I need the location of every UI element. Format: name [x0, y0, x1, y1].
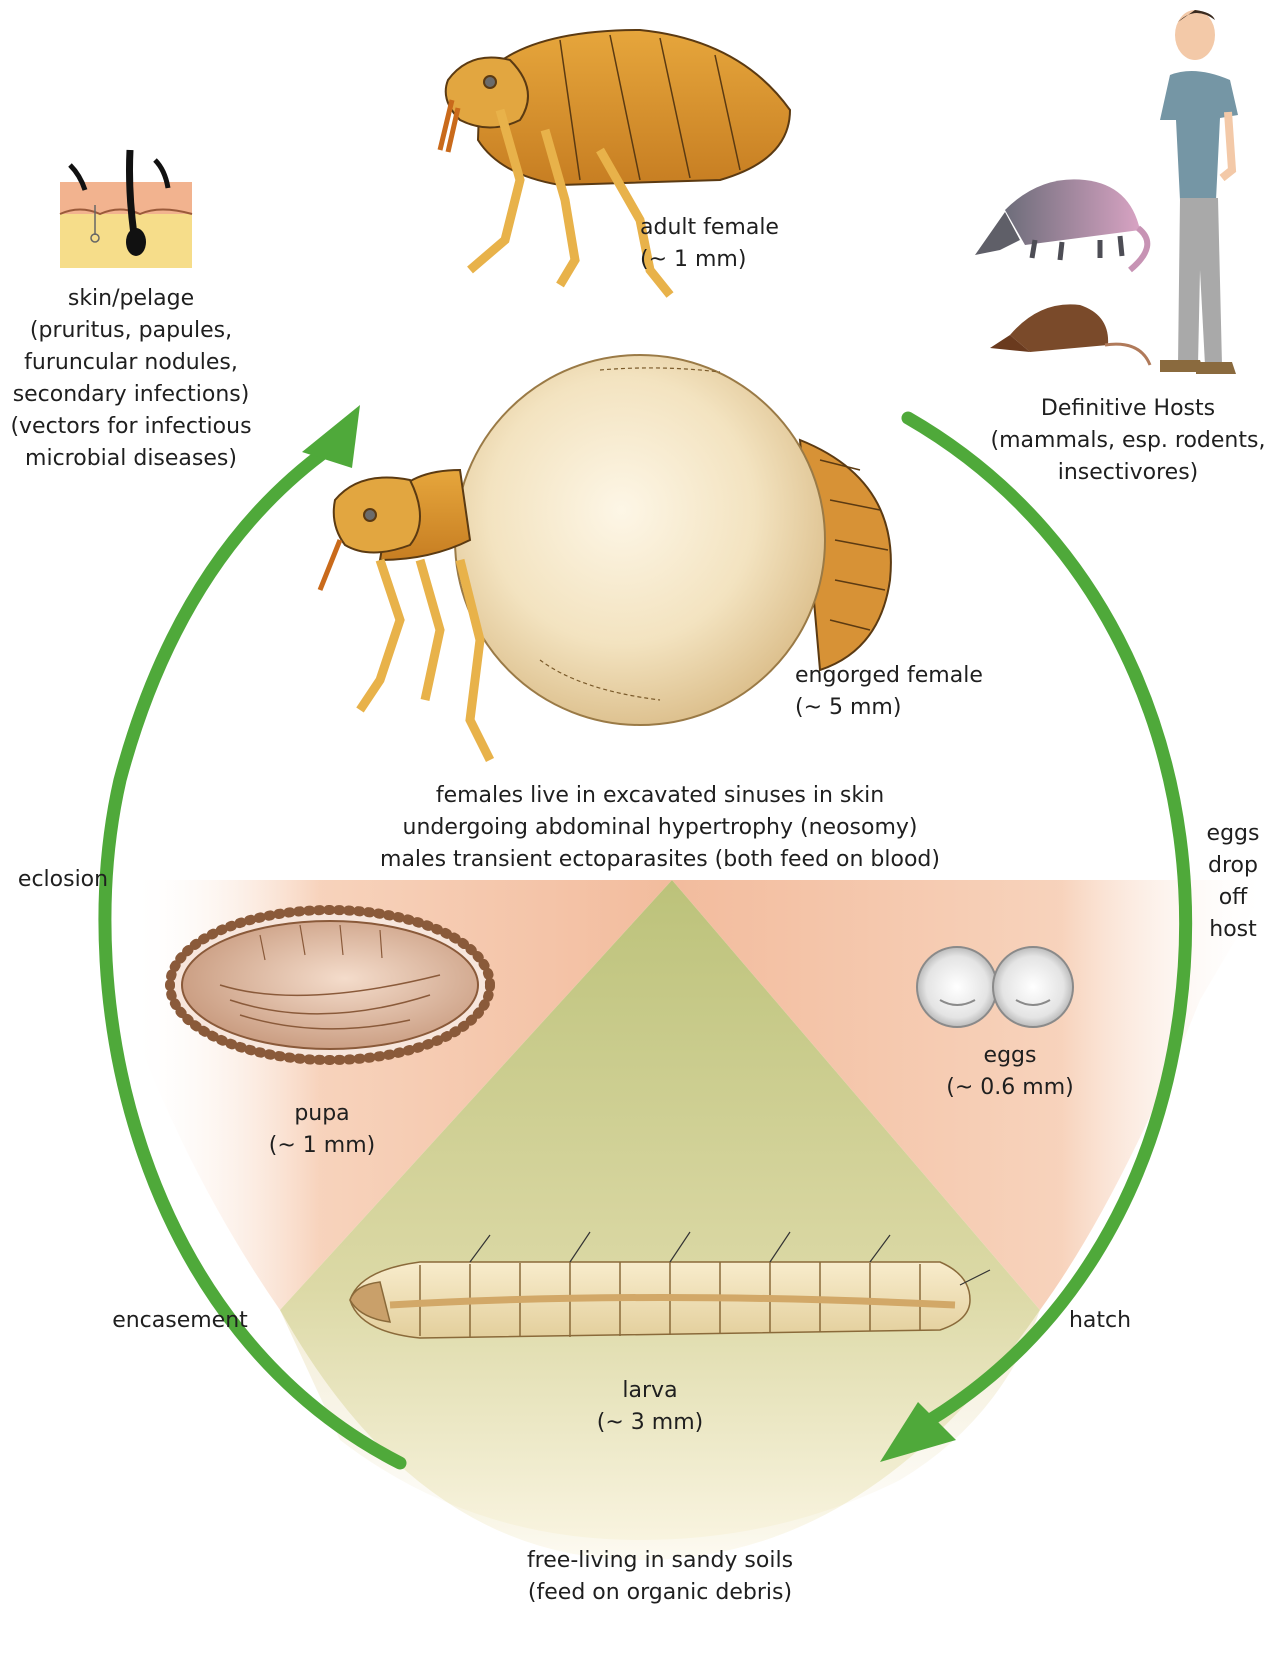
soil-note: free-living in sandy soils (feed on orga…	[470, 1545, 850, 1609]
definitive-hosts-note: Definitive Hosts (mammals, esp. rodents,…	[985, 393, 1271, 489]
females-note: females live in excavated sinuses in ski…	[335, 780, 985, 876]
eclosion-label: eclosion	[8, 864, 118, 896]
adult-female-label: adult female (~ 1 mm)	[640, 212, 850, 276]
skin-pelage-note: skin/pelage (pruritus, papules, furuncul…	[0, 283, 262, 475]
eggs-drop-off-host-label: eggs drop off host	[1188, 818, 1271, 946]
hosts-icon	[975, 10, 1238, 374]
larva-label: larva (~ 3 mm)	[550, 1375, 750, 1439]
human-icon	[1160, 10, 1238, 374]
eggs-label: eggs (~ 0.6 mm)	[900, 1040, 1120, 1104]
skin-section-icon	[60, 150, 192, 268]
pupa-label: pupa (~ 1 mm)	[222, 1098, 422, 1162]
engorged-female-label: engorged female (~ 5 mm)	[795, 660, 1025, 724]
armadillo-icon	[975, 179, 1147, 270]
pupa-icon	[170, 910, 490, 1060]
hatch-label: hatch	[1055, 1305, 1145, 1337]
encasement-label: encasement	[100, 1305, 260, 1337]
rat-icon	[990, 304, 1150, 365]
